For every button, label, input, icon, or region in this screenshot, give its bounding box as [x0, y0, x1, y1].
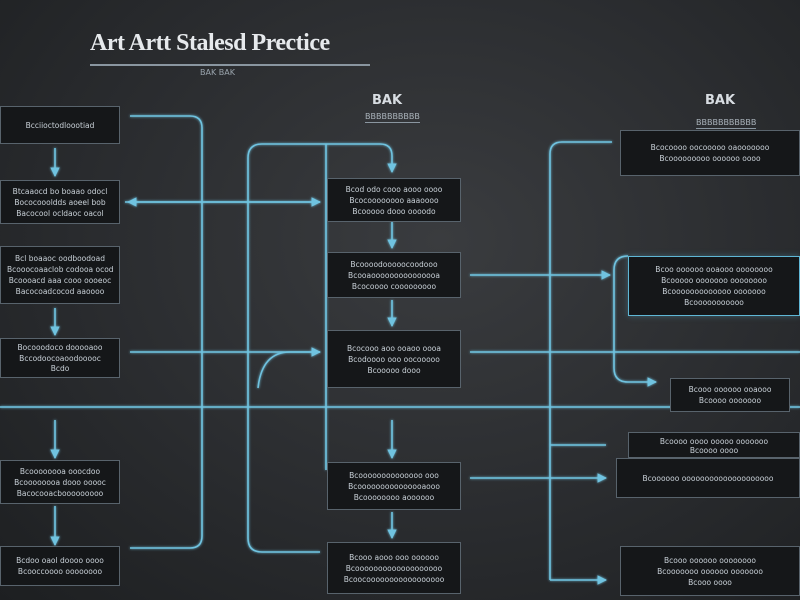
left-box-2: Btcaaocd bo boaao odocl Bococoooldds aoe… — [0, 180, 120, 224]
page-title: Art Artt Stalesd Prectice — [90, 30, 330, 56]
box-text: Bacocoadcocod aaoooo — [15, 287, 105, 296]
left-box-4: Bocooodoco dooooaoo Bccodoocoaoodooooc B… — [0, 338, 120, 378]
right-column-subheading: BBBBBBBBBBB — [696, 118, 757, 129]
box-text: Bcoooooooa dooo ooooc — [14, 477, 106, 487]
box-text: Bccodoocoaoodooooc — [19, 353, 101, 363]
box-text: Bcooooooooooooooooooo — [345, 563, 443, 573]
box-text: Bcoooooooo aoooooo — [353, 492, 435, 502]
box-text: Bcooooooooooooooaooo — [348, 481, 440, 491]
middle-box-2: Bcoooodooooocoodooo Bcooaooooooooooooooa… — [327, 252, 461, 298]
box-text: Bcooo aooo ooo oooooo — [349, 552, 439, 562]
box-text: Bcooccoooo oooooooo — [17, 567, 103, 576]
middle-box-1: Bcod odo cooo aooo oooo Bcocoooooooo aaa… — [327, 178, 461, 222]
right-box-3: Bcooo oooooo ooaooo Bcoooo ooooooo — [670, 378, 790, 412]
middle-column-heading: BAK — [372, 93, 403, 108]
box-text: Bcoooodooooocoodooo — [350, 259, 438, 269]
box-text: Bcocoooo oocooooo oaooooooo — [650, 143, 770, 152]
middle-box-3: Bcocooo aoo ooaoo oooa Bcodoooo ooo ooco… — [327, 330, 461, 388]
box-text: Bcod odo cooo aooo oooo — [345, 184, 443, 194]
right-box-6: Bcooo oooooo oooooooo Bcooooooo oooooo o… — [620, 546, 800, 596]
right-loop — [613, 255, 657, 387]
box-text: Bcooo oooooo oooooooo — [663, 555, 757, 565]
box-text: Bcocoooo cooooooooo — [351, 281, 437, 291]
box-text: Bcciioctodloootiad — [25, 120, 95, 130]
box-text: Bcdoo oaol doooo oooo — [16, 556, 104, 565]
page-subtitle: BAK BAK — [200, 68, 235, 77]
box-text: Bcooooo dooo oooodo — [352, 206, 436, 216]
left-box-1: Bcciioctodloootiad — [0, 106, 120, 144]
box-text: Bcooo oooo — [688, 577, 732, 587]
left-loop — [130, 115, 203, 549]
box-text: Bcoooo oooo ooooo ooooooo — [659, 437, 769, 445]
right-box-5: Bcoooooo oooooooooooooooooooo — [616, 458, 800, 498]
right-box-4: Bcoooo oooo ooooo ooooooo Bcoooo oooo — [628, 432, 800, 458]
right-column-heading: BAK — [705, 93, 736, 108]
box-text: Bcdo — [50, 364, 70, 374]
box-text: Bcoooacd aaa cooo oooeoc — [8, 276, 112, 285]
middle-left-loop — [247, 143, 397, 553]
box-text: Bcooooo ooooooo oooooooo — [661, 276, 767, 285]
left-box-6: Bcdoo oaol doooo oooo Bcooccoooo ooooooo… — [0, 546, 120, 586]
box-text: Bcooooooooo oooooo oooo — [659, 154, 761, 163]
middle-box-5: Bcooo aooo ooo oooooo Bcoooooooooooooooo… — [327, 542, 461, 594]
box-text: Bcooaooooooooooooooa — [348, 270, 440, 280]
box-text: Bcoooooo oooooooooooooooooooo — [642, 473, 774, 483]
box-text: Bcocooo aoo ooaoo oooa — [347, 343, 441, 353]
middle-curve — [257, 347, 321, 389]
left-box-3: Bcl boaaoc oodboodoad Bcooocoaaclob codo… — [0, 246, 120, 304]
middle-column-subheading: BBBBBBBBBB — [365, 112, 420, 123]
box-text: Bcoo oooooo ooaooo oooooooo — [655, 265, 773, 274]
box-text: Bcocoooooooo aaaoooo — [349, 195, 439, 205]
box-text: Bcl boaaoc oodboodoad — [15, 254, 105, 263]
box-text: Bacocool ocldaoc oacol — [16, 208, 104, 218]
box-text: Bcodoooo ooo oocooooo — [348, 354, 440, 364]
box-text: Bococoooldds aoeel bob — [14, 197, 106, 207]
box-text: Bcoooooooooooooo ooo — [349, 470, 439, 480]
box-text: Bcooooooooooo — [684, 298, 744, 307]
right-box-2: Bcoo oooooo ooaooo oooooooo Bcooooo oooo… — [628, 256, 800, 316]
box-text: Bcoooo ooooooo — [698, 396, 762, 405]
title-underline — [90, 64, 370, 66]
box-text: Bocooodoco dooooaoo — [17, 343, 103, 352]
box-text: Bcoooo oooo — [689, 446, 739, 454]
box-text: Bcooo oooooo ooaooo — [688, 385, 772, 394]
box-text: Btcaaocd bo boaao odocl — [12, 186, 108, 196]
right-trunk — [549, 141, 612, 580]
box-text: Bacocooacbooooooooo — [16, 488, 104, 498]
box-text: Bcoocooooooooooooooooo — [343, 574, 445, 584]
middle-box-4: Bcoooooooooooooo ooo Bcooooooooooooooaoo… — [327, 462, 461, 510]
box-text: Bcooocoaaclob codooa ocod — [7, 265, 113, 274]
box-text: Bcooooooo oooooo ooooooo — [657, 566, 763, 576]
left-box-5: Bcoooooooa ooocdoo Bcoooooooa dooo ooooc… — [0, 460, 120, 504]
right-box-1: Bcocoooo oocooooo oaooooooo Bcooooooooo … — [620, 130, 800, 176]
box-text: Bcooooo dooo — [367, 365, 421, 375]
box-text: Bcoooooooa ooocdoo — [19, 466, 101, 476]
box-text: Bcooooooooooooo ooooooo — [662, 287, 766, 296]
